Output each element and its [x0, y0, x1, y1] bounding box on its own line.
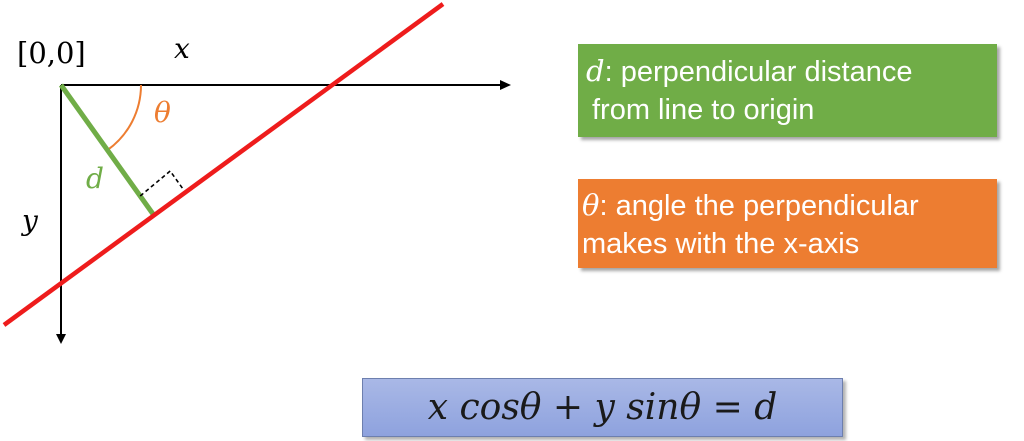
perpendicular-segment: [58, 83, 156, 216]
distance-callout-text1: : perpendicular distance: [604, 56, 913, 88]
angle-arc-icon: [106, 84, 142, 151]
angle-callout: θ: angle the perpendicular makes with th…: [578, 179, 997, 268]
angle-label: θ: [154, 96, 171, 129]
angle-symbol: θ: [582, 188, 600, 222]
detected-line: [2, 2, 445, 327]
equation-text: x cosθ + y sinθ = d: [427, 387, 778, 428]
angle-callout-line1: θ: angle the perpendicular: [582, 186, 997, 225]
distance-callout: d: perpendicular distance from line to o…: [578, 44, 997, 137]
distance-callout-line1: d: perpendicular distance: [586, 52, 997, 91]
angle-callout-text2: makes with the x-axis: [582, 228, 860, 260]
hough-line-diagram: [0,0] x y d θ: [2, 2, 511, 344]
distance-symbol: d: [586, 54, 605, 88]
distance-label: d: [86, 162, 104, 195]
hough-equation: x cosθ + y sinθ = d: [362, 378, 843, 437]
origin-label: [0,0]: [17, 36, 86, 70]
y-axis-label: y: [20, 204, 39, 237]
arrow-down-icon: [56, 334, 66, 344]
distance-callout-text2: from line to origin: [592, 94, 815, 126]
x-axis-label: x: [174, 32, 190, 65]
arrow-right-icon: [500, 80, 511, 90]
right-angle-marker-icon: [139, 169, 184, 197]
angle-callout-text1: : angle the perpendicular: [599, 190, 919, 222]
